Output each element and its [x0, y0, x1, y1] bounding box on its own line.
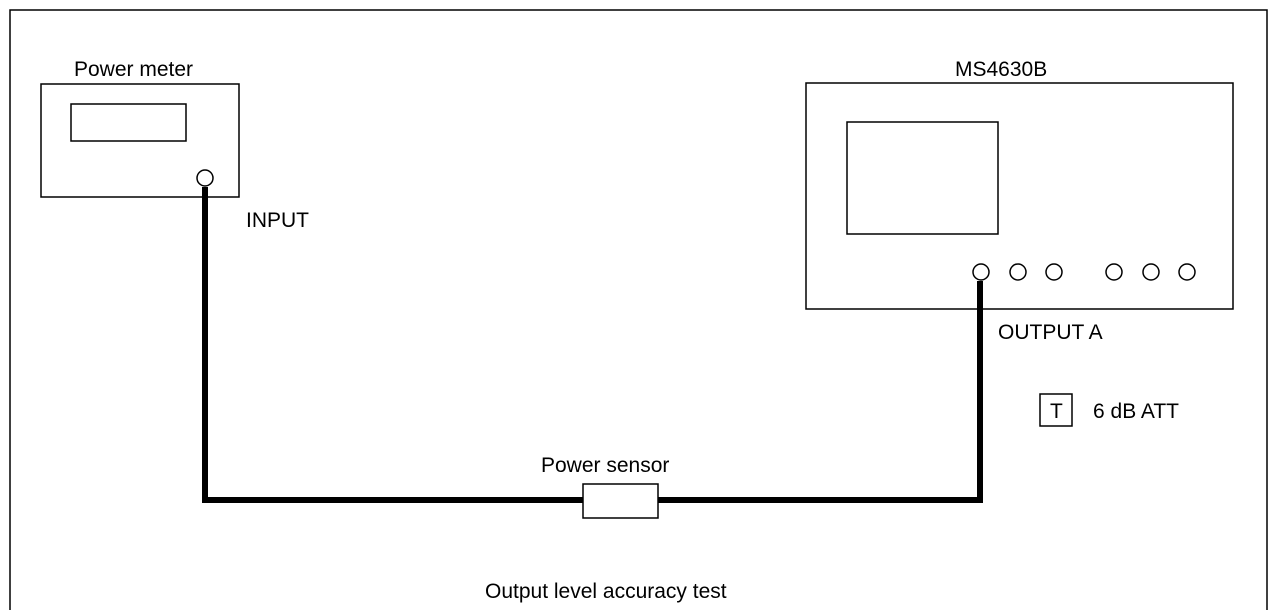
power-meter-input-connector — [196, 169, 214, 187]
power-meter-label: Power meter — [74, 58, 193, 81]
att-box — [1039, 393, 1073, 427]
device-connector — [1009, 263, 1027, 281]
cable-to-input — [202, 187, 583, 503]
power-sensor-label: Power sensor — [541, 454, 669, 477]
power-sensor — [582, 483, 659, 519]
power-meter-display — [70, 103, 187, 142]
input-label: INPUT — [246, 209, 309, 232]
diagram-caption: Output level accuracy test — [485, 580, 727, 603]
device-connector — [1178, 263, 1196, 281]
att-box-label: T — [1050, 400, 1063, 423]
device-connector — [1105, 263, 1123, 281]
cable-to-output — [658, 281, 983, 503]
output-a-label: OUTPUT A — [998, 321, 1103, 344]
device-connector — [1045, 263, 1063, 281]
device-label: MS4630B — [955, 58, 1047, 81]
att-label: 6 dB ATT — [1093, 400, 1179, 423]
device-screen — [846, 121, 999, 235]
output-a-connector — [972, 263, 990, 281]
device-connector — [1142, 263, 1160, 281]
